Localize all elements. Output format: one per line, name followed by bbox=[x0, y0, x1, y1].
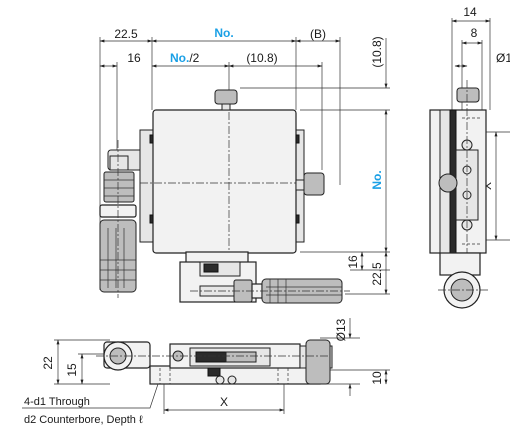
dim-no-width: No. bbox=[214, 26, 233, 40]
note-through-holes: 4-d1 Through bbox=[24, 396, 90, 408]
bottom-micrometer bbox=[190, 278, 350, 304]
dim-phi-13: Ø13 bbox=[334, 318, 348, 341]
dim-no-half: No./2 bbox=[170, 51, 200, 65]
front-right-knob bbox=[305, 339, 331, 385]
top-view: 22.5 No. (B) 16 No./2 (10.8) (10.8) No. … bbox=[99, 26, 390, 304]
dim-22: 22 bbox=[41, 356, 55, 370]
dim-10-8-vertical: (10.8) bbox=[370, 36, 384, 67]
dim-16-top: 16 bbox=[127, 51, 141, 65]
dim-16-vertical: 16 bbox=[346, 255, 360, 269]
dim-10: 10 bbox=[370, 371, 384, 385]
dim-x-front: X bbox=[220, 395, 228, 409]
dim-15: 15 bbox=[65, 363, 79, 377]
side-view: 14 8 Ø1 X bbox=[429, 5, 510, 309]
dim-8: 8 bbox=[471, 26, 478, 40]
front-view: 22 15 Ø13 10 X bbox=[22, 318, 390, 426]
note-counterbore: d2 Counterbore, Depth ℓ bbox=[24, 414, 143, 426]
left-micrometer bbox=[99, 140, 149, 298]
dim-22-5: 22.5 bbox=[114, 27, 138, 41]
side-knob bbox=[456, 87, 480, 103]
dim-phi-cut: Ø1 bbox=[496, 51, 510, 65]
dim-10-8-horizontal: (10.8) bbox=[246, 51, 277, 65]
dim-b: (B) bbox=[310, 27, 326, 41]
main-table bbox=[152, 109, 297, 254]
right-lock-knob bbox=[295, 172, 325, 196]
dim-14: 14 bbox=[463, 5, 477, 19]
dim-22-5-vertical: 22.5 bbox=[370, 262, 384, 286]
top-lock-knob bbox=[214, 89, 238, 111]
dim-x-side: X bbox=[480, 182, 494, 190]
dim-no-height: No. bbox=[370, 170, 384, 189]
base-left-edge bbox=[139, 129, 154, 243]
